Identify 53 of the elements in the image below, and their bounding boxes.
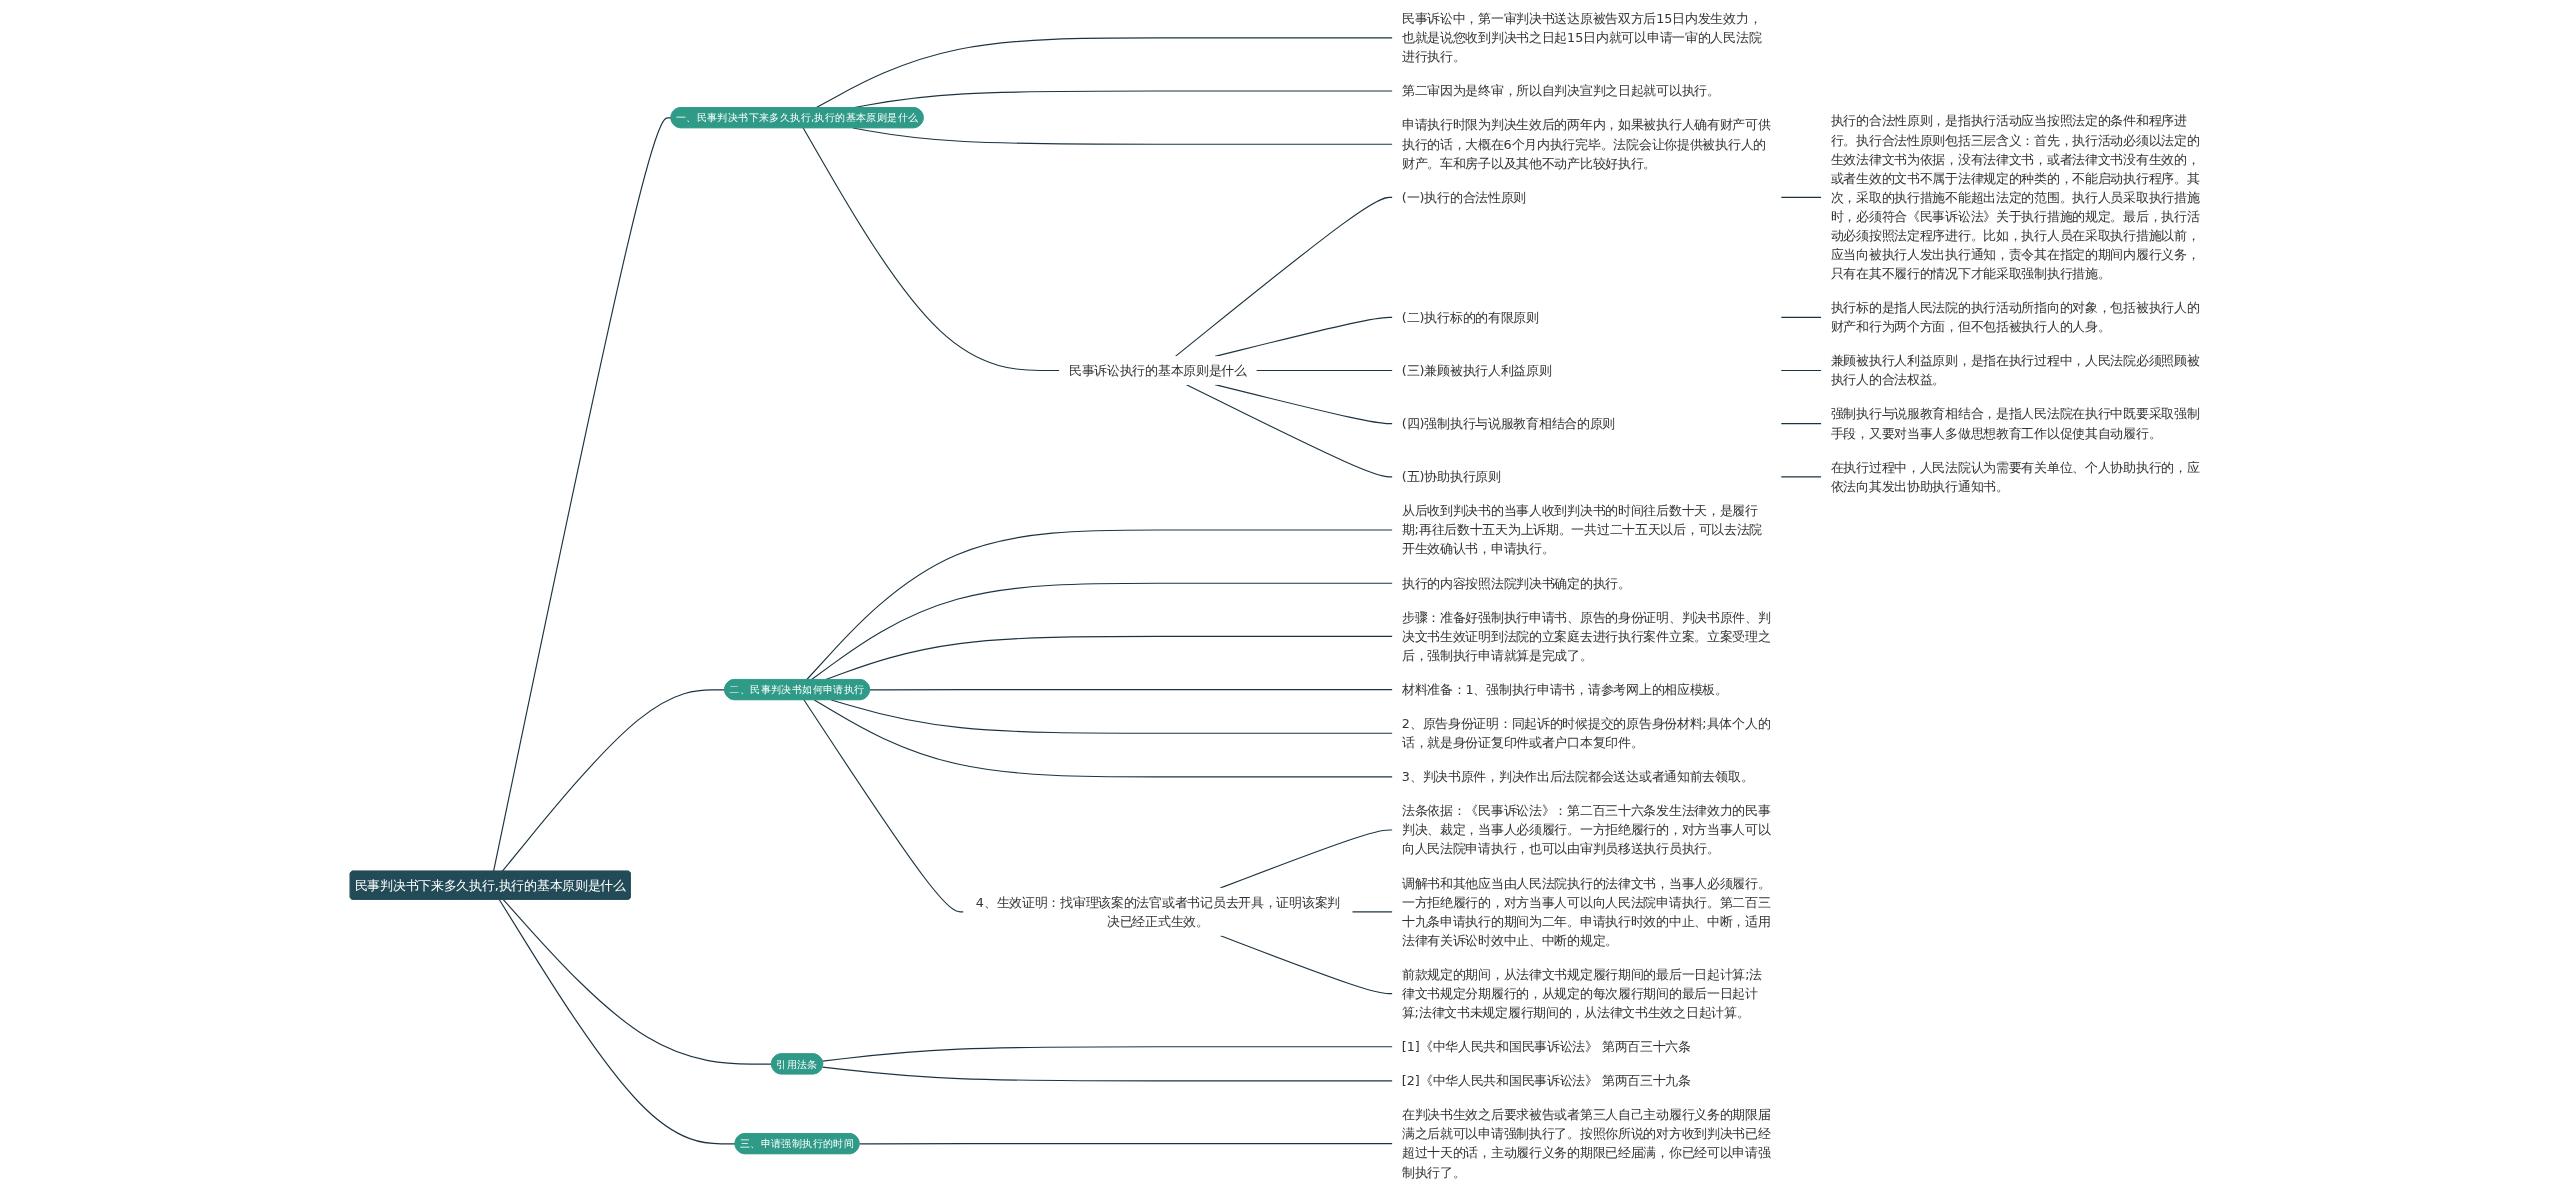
node-text: 在判决书生效之后要求被告或者第三人自己主动履行义务的期限届满之后就可以申请强制执行了。按照你所说的对方收到判决书已经超过十天的话，主动履行义务的期限已经届满，你已经可以申请强制执行了。 [1401, 1107, 1771, 1180]
connector [822, 1066, 1394, 1082]
node-text: 强制执行与说服教育相结合，是指人民法院在执行中既要采取强制手段，又要对当事人多做思想教育工作以促使其自动履行。 [1830, 406, 2200, 441]
node-text: 第二审因为是终审，所以自判决宣判之日起就可以执行。 [1401, 83, 1720, 99]
connector [1174, 196, 1394, 357]
connector [813, 699, 1394, 778]
node-text: 调解书和其他应当由人民法院执行的法律文书，当事人必须履行。一方拒绝履行的，对方当事人可以向人民法院申请执行。第二百三十九条申请执行的期间为二年。申请执行时效的中止、中断，适用法律有关诉讼时效中止、中断的规定。 [1401, 875, 1771, 948]
connector [1780, 423, 1823, 425]
connector [802, 127, 1061, 372]
node-text: [2]《中华人民共和国民事诉讼法》 第两百三十九条 [1401, 1073, 1691, 1089]
connector [502, 899, 773, 1065]
node-text: 步骤：准备好强制执行申请书、原告的身份证明、判决书原件、判决文书生效证明到法院的立案庭去进行执行案件立案。立案受理之后，强制执行申请就算是完成了。 [1401, 610, 1771, 663]
connector [1185, 384, 1394, 478]
connector [1780, 316, 1823, 318]
connector [1219, 829, 1394, 889]
connector [492, 117, 672, 872]
connector [1780, 476, 1823, 478]
connector [498, 899, 736, 1145]
connector [803, 699, 965, 913]
node-text: (一)执行的合法性原则 [1401, 190, 1527, 205]
connector [501, 689, 726, 872]
node-text: [1]《中华人民共和国民事诉讼法》 第两百三十六条 [1401, 1039, 1691, 1055]
node-text: 3、判决书原件，判决作出后法院都会送达或者通知前去领取。 [1401, 769, 1754, 785]
connector [1219, 934, 1394, 995]
connector [810, 582, 1394, 681]
connector [1351, 911, 1394, 913]
connector [1780, 196, 1823, 198]
connector [830, 699, 1394, 734]
node-text: (三)兼顾被执行人利益原则 [1401, 363, 1552, 378]
node-text: (四)强制执行与说服教育相结合的原则 [1401, 416, 1616, 431]
connector [869, 689, 1394, 691]
connector [858, 1143, 1394, 1145]
connector [822, 1046, 1394, 1062]
node-text: 执行的合法性原则，是指执行活动应当按照法定的条件和程序进行。执行合法性原则包括三层含义：首先，执行活动必须以法定的生效法律文书为依据，没有法律文书，或者法律文书没有生效的，或者生效的文书不属于法律规定的种类的，不能启动执行程序。其次，采取的执行措施不能超出法定的范围。执行人员采取执行措施时，必须符合《民事诉讼法》关于执行措施的规定。最后，执行活动必须按照法定程序进行。比如，执行人员在采取执行措施以前，应当向被执行人发出执行通知，责令其在指定的期间内履行义务，只有在其不履行的情况下才能采取强制执行措施。 [1830, 113, 2200, 281]
connector [1255, 369, 1394, 372]
node-text: (二)执行标的的有限原则 [1401, 310, 1539, 325]
node-text: 民事诉讼中，第一审判决书送达原被告双方后15日内发生效力，也就是说您收到判决书之日起15日内就可以申请一审的人民法院进行执行。 [1401, 11, 1762, 65]
node-text: 4、生效证明：找审理该案的法官或者书记员去开具，证明该案判决已经正式生效。 [975, 895, 1340, 929]
node-text: (五)协助执行原则 [1401, 469, 1501, 485]
node-text: 材料准备：1、强制执行申请书，请参考网上的相应模板。 [1401, 682, 1728, 697]
node-text: 民事诉讼执行的基本原则是什么 [1068, 363, 1247, 378]
connector [815, 37, 1394, 109]
node-text: 执行的内容按照法院判决书确定的执行。 [1401, 575, 1631, 591]
node-text: 法条依据：《民事诉讼法》：第二百三十六条发生法律效力的民事判决、裁定，当事人必须履行。一方拒绝履行的，对方当事人可以向人民法院申请执行，也可以由审判员移送执行员执行。 [1401, 803, 1771, 857]
node-text: 从后收到判决书的当事人收到判决书的时间往后数十天，是履行期;再往后数十五天为上诉期。一共过二十五天以后，可以去法院开生效确认书，申请执行。 [1401, 503, 1763, 557]
node-text: 申请执行时限为判决生效后的两年内，如果被执行人确有财产可供执行的话，大概在6个月内执行完毕。法院会让你提供被执行人的财产。车和房子以及其他不动产比较好执行。 [1401, 117, 1771, 171]
node-text: 执行标的是指人民法院的执行活动所指向的对象，包括被执行人的财产和行为两个方面，但不包括被执行人的人身。 [1830, 300, 2200, 335]
connector [1780, 369, 1823, 372]
node-text: 2、原告身份证明：同起诉的时候提交的原告身份材料;具体个人的话，就是身份证复印件或者户口本复印件。 [1401, 716, 1771, 750]
node-text: 兼顾被执行人利益原则，是指在执行过程中，人民法院必须照顾被执行人的合法权益。 [1830, 353, 2200, 388]
node-text: 前款规定的期间，从法律文书规定履行期间的最后一日起计算;法律文书规定分期履行的，从规定的每次履行期间的最后一日起计算;法律文书未规定履行期间的，从法律文书生效之日起计算。 [1401, 967, 1763, 1020]
connector [806, 529, 1394, 681]
node-text: 在执行过程中，人民法院认为需要有关单位、个人协助执行的，应依法向其发出协助执行通知书。 [1830, 460, 2200, 494]
